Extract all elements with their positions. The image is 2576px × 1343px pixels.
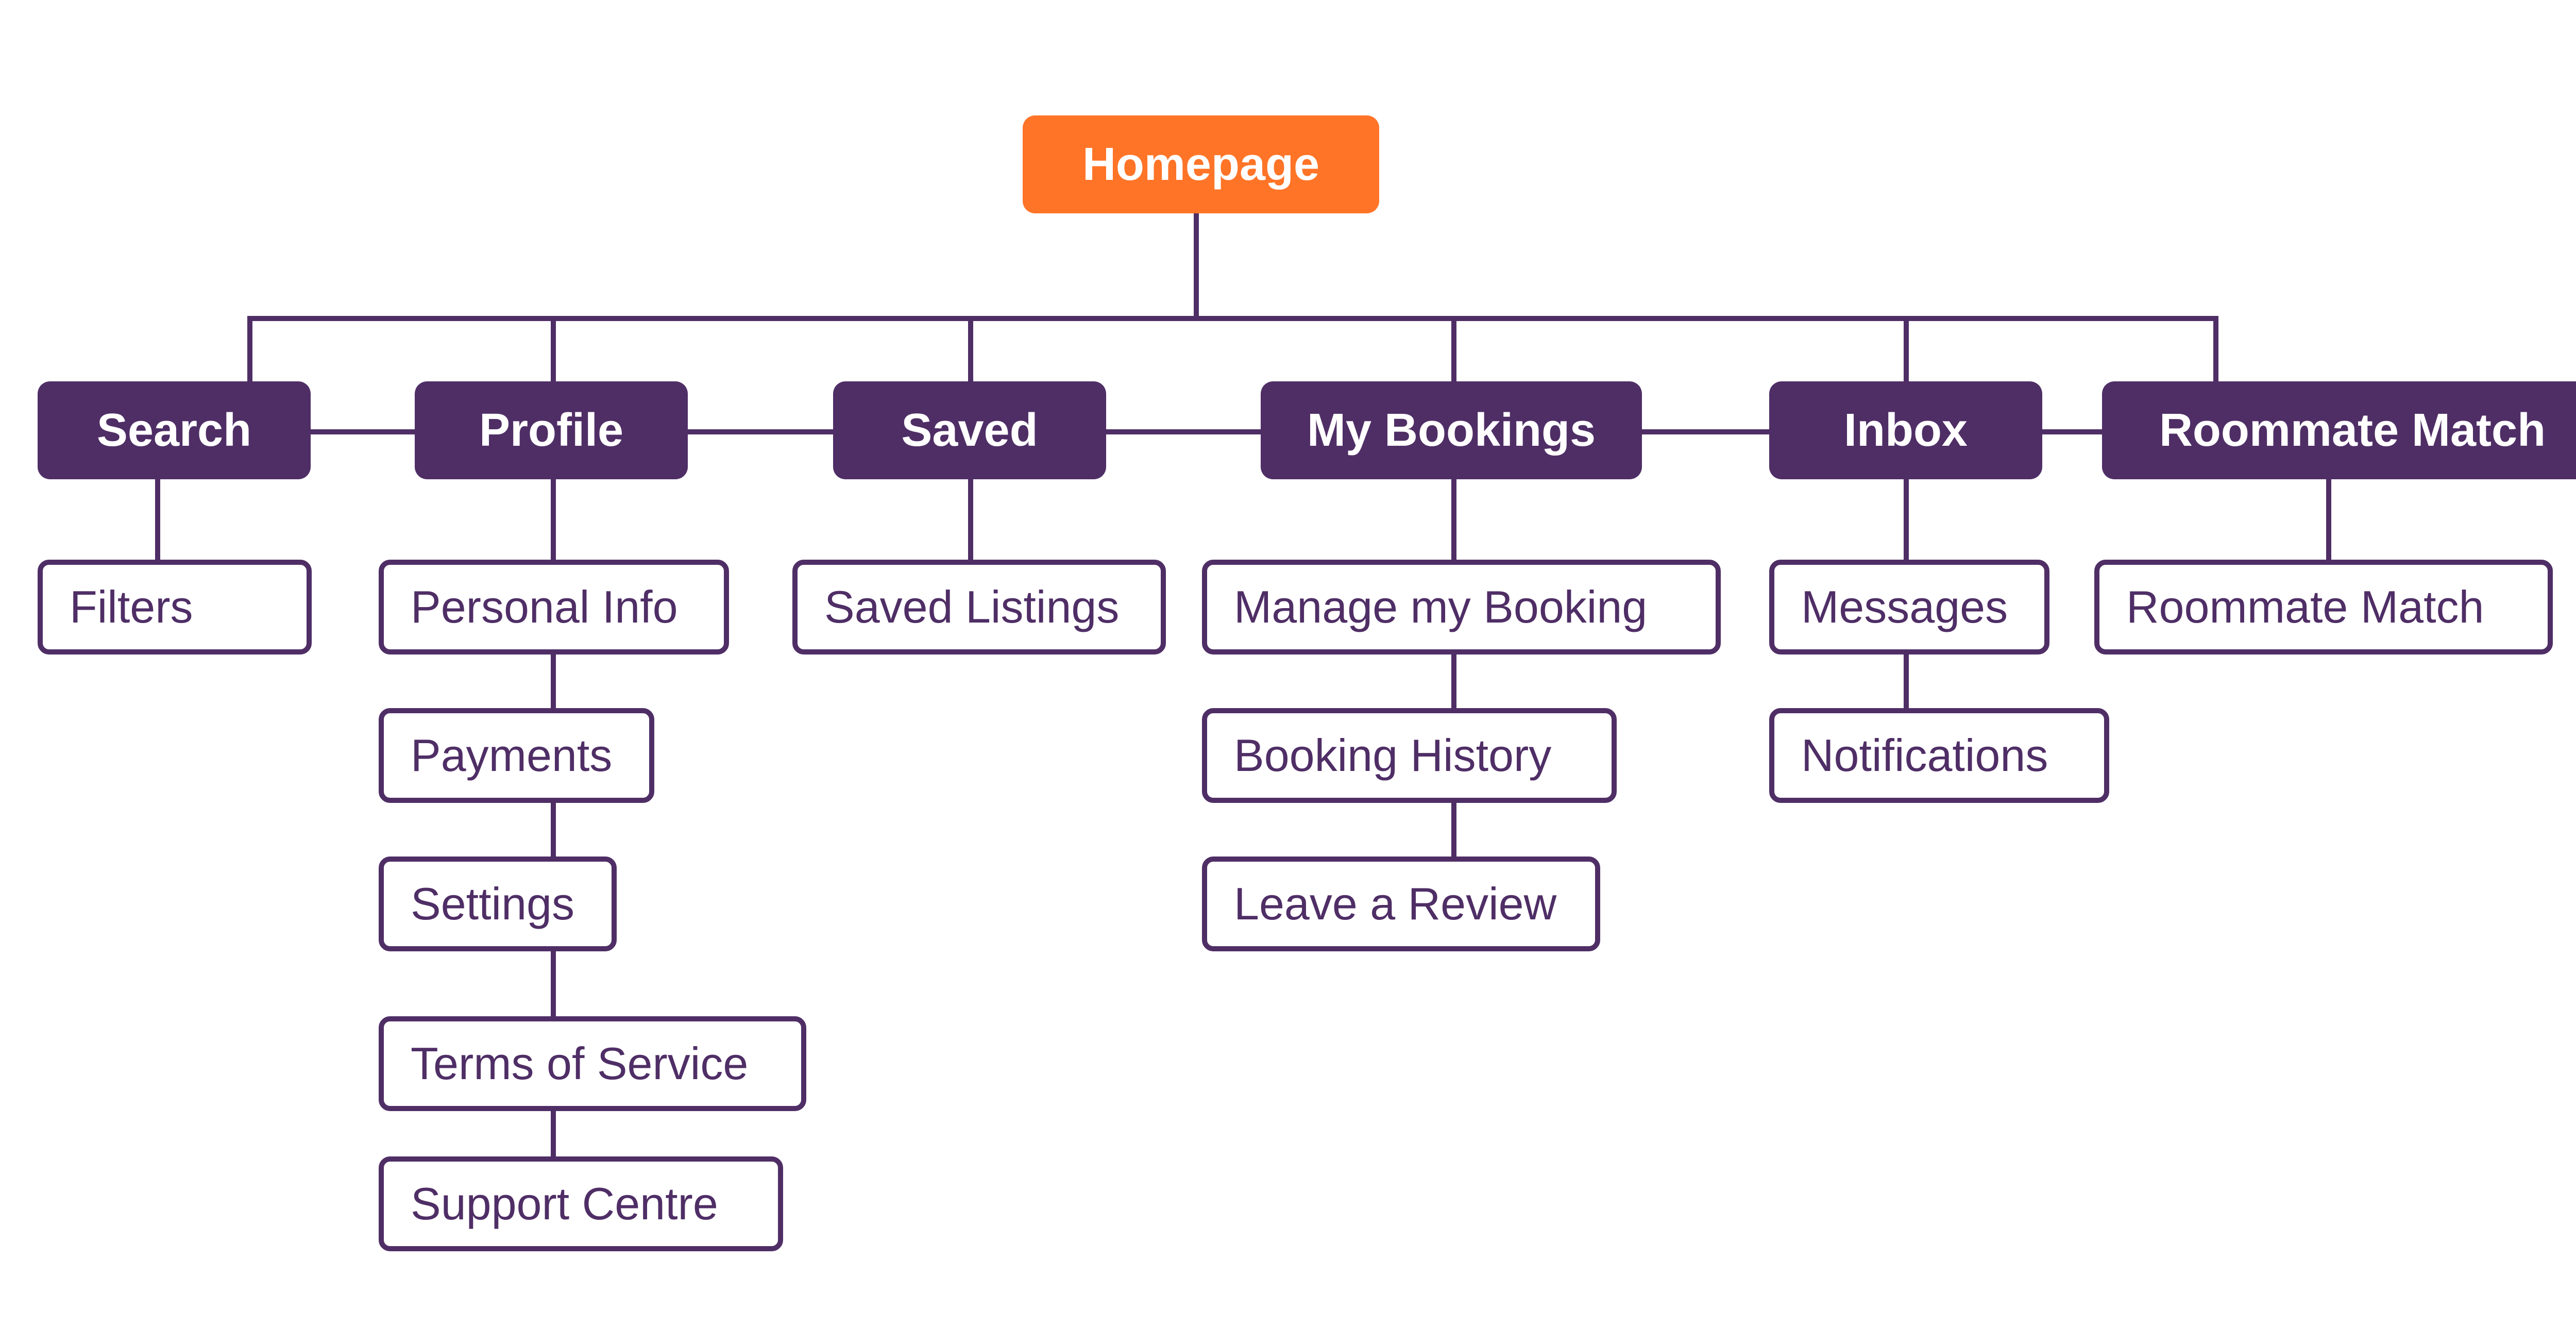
- category-saved[interactable]: Saved: [833, 381, 1106, 479]
- leaf-terms-of-service[interactable]: Terms of Service: [379, 1016, 806, 1111]
- leaf-personal-info[interactable]: Personal Info: [379, 560, 729, 654]
- homepage-node[interactable]: Homepage: [1023, 115, 1379, 213]
- category-profile[interactable]: Profile: [415, 381, 688, 479]
- leaf-filters[interactable]: Filters: [38, 560, 312, 654]
- category-search[interactable]: Search: [38, 381, 311, 479]
- leaf-saved-listings[interactable]: Saved Listings: [792, 560, 1166, 654]
- leaf-payments[interactable]: Payments: [379, 708, 654, 803]
- category-my-bookings[interactable]: My Bookings: [1261, 381, 1642, 479]
- category-roommate-match[interactable]: Roommate Match: [2102, 381, 2576, 479]
- leaf-notifications[interactable]: Notifications: [1769, 708, 2109, 803]
- leaf-messages[interactable]: Messages: [1769, 560, 2049, 654]
- leaf-roommate-match[interactable]: Roommate Match: [2094, 560, 2553, 654]
- leaf-leave-a-review[interactable]: Leave a Review: [1202, 857, 1600, 951]
- leaf-manage-my-booking[interactable]: Manage my Booking: [1202, 560, 1721, 654]
- category-inbox[interactable]: Inbox: [1769, 381, 2042, 479]
- leaf-support-centre[interactable]: Support Centre: [379, 1156, 783, 1251]
- leaf-booking-history[interactable]: Booking History: [1202, 708, 1617, 803]
- leaf-settings[interactable]: Settings: [379, 857, 617, 951]
